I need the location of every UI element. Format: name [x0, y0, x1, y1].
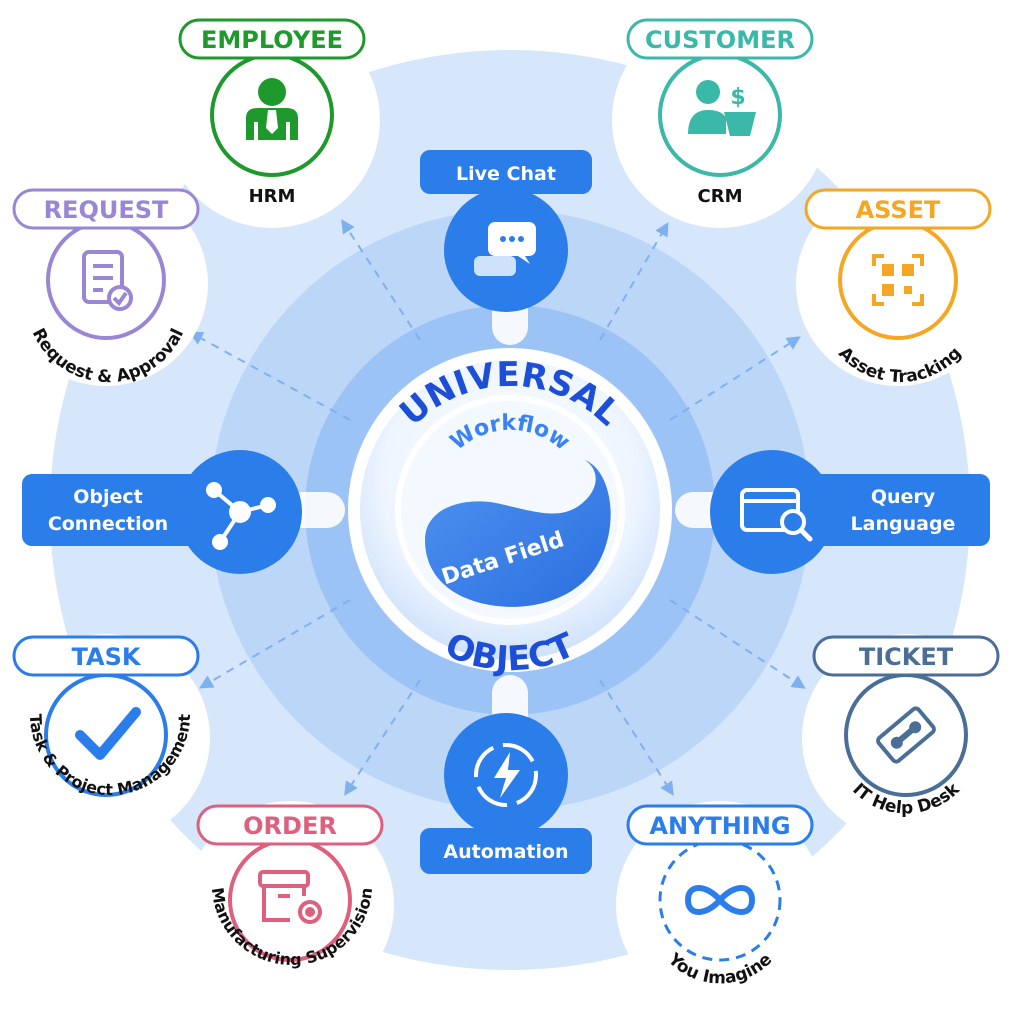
asset-title: ASSET	[856, 196, 941, 224]
document-check-icon	[82, 250, 133, 311]
query-language-connector[interactable]: Query Language	[710, 450, 990, 574]
spoke-ticket	[669, 599, 806, 689]
checkmark-icon	[75, 707, 141, 760]
network-nodes-icon	[206, 482, 276, 550]
query-language-hub[interactable]	[710, 450, 834, 574]
anything-title-pill	[626, 804, 814, 846]
svg-text:$: $	[730, 85, 745, 110]
ticket-title-pill	[812, 635, 1000, 677]
ticket-title: TICKET	[859, 643, 954, 671]
automation-label: Automation	[443, 841, 568, 863]
spoke-order	[344, 679, 421, 796]
request-title: REQUEST	[44, 196, 169, 224]
order-title-pill	[196, 804, 384, 846]
request-title-pill	[12, 188, 200, 230]
employee-node[interactable]: EMPLOYEE HRM	[164, 12, 380, 228]
live-chat-label: Live Chat	[456, 163, 556, 185]
customer-node[interactable]: $ CUSTOMER CRM	[612, 12, 828, 228]
task-node[interactable]: TASK Task & Project Management	[2, 634, 210, 842]
customer-caption: CRM	[698, 186, 743, 207]
asset-node[interactable]: ASSET Asset Tracking	[796, 182, 1000, 387]
spoke-asset	[669, 336, 801, 421]
query-language-label-line1: Query	[871, 486, 936, 508]
spoke-customer	[599, 221, 669, 341]
asset-circle	[838, 220, 958, 340]
anything-node[interactable]: ANYTHING You Imagine	[616, 801, 824, 1009]
asset-title-pill	[804, 188, 992, 230]
object-connection-label-line2: Connection	[48, 513, 168, 535]
customer-title-pill	[626, 18, 814, 60]
spoke-anything	[599, 679, 674, 796]
employee-caption: HRM	[249, 186, 296, 207]
spoke-employee	[341, 219, 421, 341]
object-connection-label-box[interactable]	[22, 474, 212, 546]
ticket-node[interactable]: TICKET IT Help Desk	[802, 634, 1010, 842]
customer-shop-icon: $	[688, 80, 756, 136]
lightning-cycle-icon	[474, 743, 538, 807]
spoke-task	[198, 599, 351, 689]
automation-label-box[interactable]	[420, 828, 592, 874]
data-field-blob	[425, 460, 611, 607]
box-gear-icon	[258, 870, 322, 924]
order-node[interactable]: ORDER Manufacturing Supervision	[186, 801, 394, 1009]
qr-scan-icon	[872, 254, 924, 306]
anything-title: ANYTHING	[649, 812, 790, 840]
ticket-tools-icon	[876, 706, 936, 764]
task-title: TASK	[72, 643, 142, 671]
automation-connector[interactable]: Automation	[420, 713, 592, 874]
task-title-pill	[12, 635, 200, 677]
spoke-lines	[188, 219, 806, 796]
order-title: ORDER	[243, 812, 337, 840]
live-chat-label-box[interactable]	[420, 150, 592, 194]
browser-search-icon	[740, 488, 813, 542]
request-node[interactable]: REQUEST Request & Approval	[4, 182, 208, 387]
employee-title: EMPLOYEE	[201, 26, 343, 54]
query-language-label-box[interactable]	[806, 474, 990, 546]
object-connection-connector[interactable]: Object Connection	[22, 450, 302, 574]
live-chat-connector[interactable]: Live Chat	[420, 150, 592, 312]
query-language-label-line2: Language	[851, 513, 956, 535]
chat-bubbles-icon	[474, 222, 536, 276]
customer-title: CUSTOMER	[645, 26, 795, 54]
employee-title-pill	[178, 18, 366, 60]
infinity-icon	[684, 885, 756, 915]
employee-icon	[246, 78, 298, 140]
object-connection-label-line1: Object	[73, 486, 143, 508]
